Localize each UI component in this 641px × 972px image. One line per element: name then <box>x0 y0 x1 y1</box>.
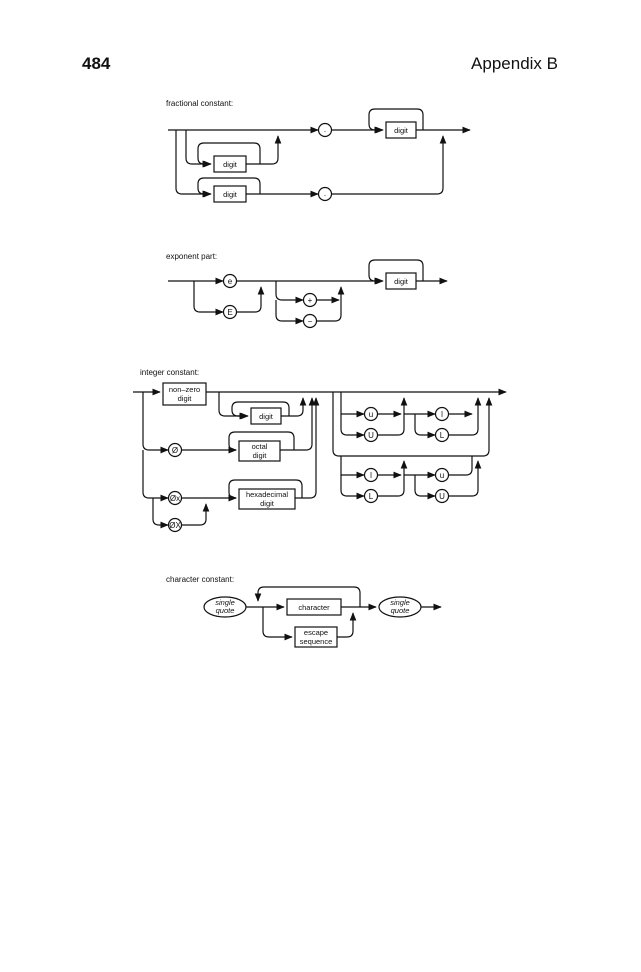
digit-label: digit <box>394 126 409 135</box>
e-lower-label: e <box>228 277 233 286</box>
digit-label: digit <box>223 160 238 169</box>
escape-line2: sequence <box>300 637 333 646</box>
u-lower-terminal <box>434 467 450 483</box>
nonzero-line1: non–zero <box>169 385 200 394</box>
plus-label: + <box>308 296 313 305</box>
digit-label: digit <box>394 277 409 286</box>
l-upper-terminal <box>434 427 450 443</box>
u-lower-terminal <box>363 406 379 422</box>
l-upper-label: L <box>440 431 445 440</box>
dot-terminal <box>317 122 333 138</box>
quote-line1: single <box>390 598 410 607</box>
dot-label: . <box>324 189 326 198</box>
dot-label: . <box>324 125 326 134</box>
hexadecimal-digit-box <box>238 488 296 510</box>
integer-constant-diagram: integer constant: non–zero digit digit Ø… <box>133 368 507 533</box>
quote-line2: quote <box>216 606 235 615</box>
l-lower-terminal <box>434 406 450 422</box>
digit-label: digit <box>223 190 238 199</box>
page-header-title: Appendix B <box>471 54 558 73</box>
u-upper-terminal <box>434 488 450 504</box>
u-upper-terminal <box>363 427 379 443</box>
digit-label: digit <box>259 412 274 421</box>
e-lower-terminal <box>222 273 238 289</box>
l-lower-terminal <box>363 467 379 483</box>
e-upper-terminal <box>222 304 238 320</box>
zero-terminal <box>167 442 183 458</box>
exponent-part-title: exponent part: <box>166 252 217 261</box>
character-constant-title: character constant: <box>166 575 234 584</box>
hex-line2: digit <box>260 499 275 508</box>
zero-x-label: Øx <box>170 494 180 503</box>
page-number: 484 <box>82 54 111 73</box>
zero-label: Ø <box>172 446 178 455</box>
u-upper-label: U <box>439 492 445 501</box>
zero-X-terminal <box>167 517 183 533</box>
quote-line2: quote <box>391 606 410 615</box>
octal-line1: octal <box>252 442 268 451</box>
zero-x-terminal <box>167 490 183 506</box>
l-upper-terminal <box>363 488 379 504</box>
octal-line2: digit <box>253 451 268 460</box>
nonzero-digit-box <box>162 382 207 406</box>
minus-terminal <box>302 313 318 329</box>
u-upper-label: U <box>368 431 374 440</box>
character-constant-diagram: character constant: single quote charact… <box>166 575 442 648</box>
minus-label: − <box>308 317 313 326</box>
l-lower-label: l <box>370 471 372 480</box>
hex-line1: hexadecimal <box>246 490 288 499</box>
u-lower-label: u <box>369 410 373 419</box>
fractional-constant-diagram: fractional constant: . digit digit digit… <box>166 99 471 203</box>
plus-terminal <box>302 292 318 308</box>
octal-digit-box <box>238 440 281 462</box>
fractional-constant-title: fractional constant: <box>166 99 233 108</box>
integer-constant-title: integer constant: <box>140 368 199 377</box>
nonzero-line2: digit <box>178 394 193 403</box>
quote-line1: single <box>215 598 235 607</box>
character-label: character <box>298 603 330 612</box>
escape-line1: escape <box>304 628 328 637</box>
l-upper-label: L <box>369 492 374 501</box>
dot-terminal <box>317 186 333 202</box>
zero-X-label: ØX <box>169 521 181 530</box>
u-lower-label: u <box>440 471 444 480</box>
l-lower-label: l <box>441 410 443 419</box>
e-upper-label: E <box>227 308 232 317</box>
exponent-part-diagram: exponent part: e E + − digit <box>166 252 448 329</box>
